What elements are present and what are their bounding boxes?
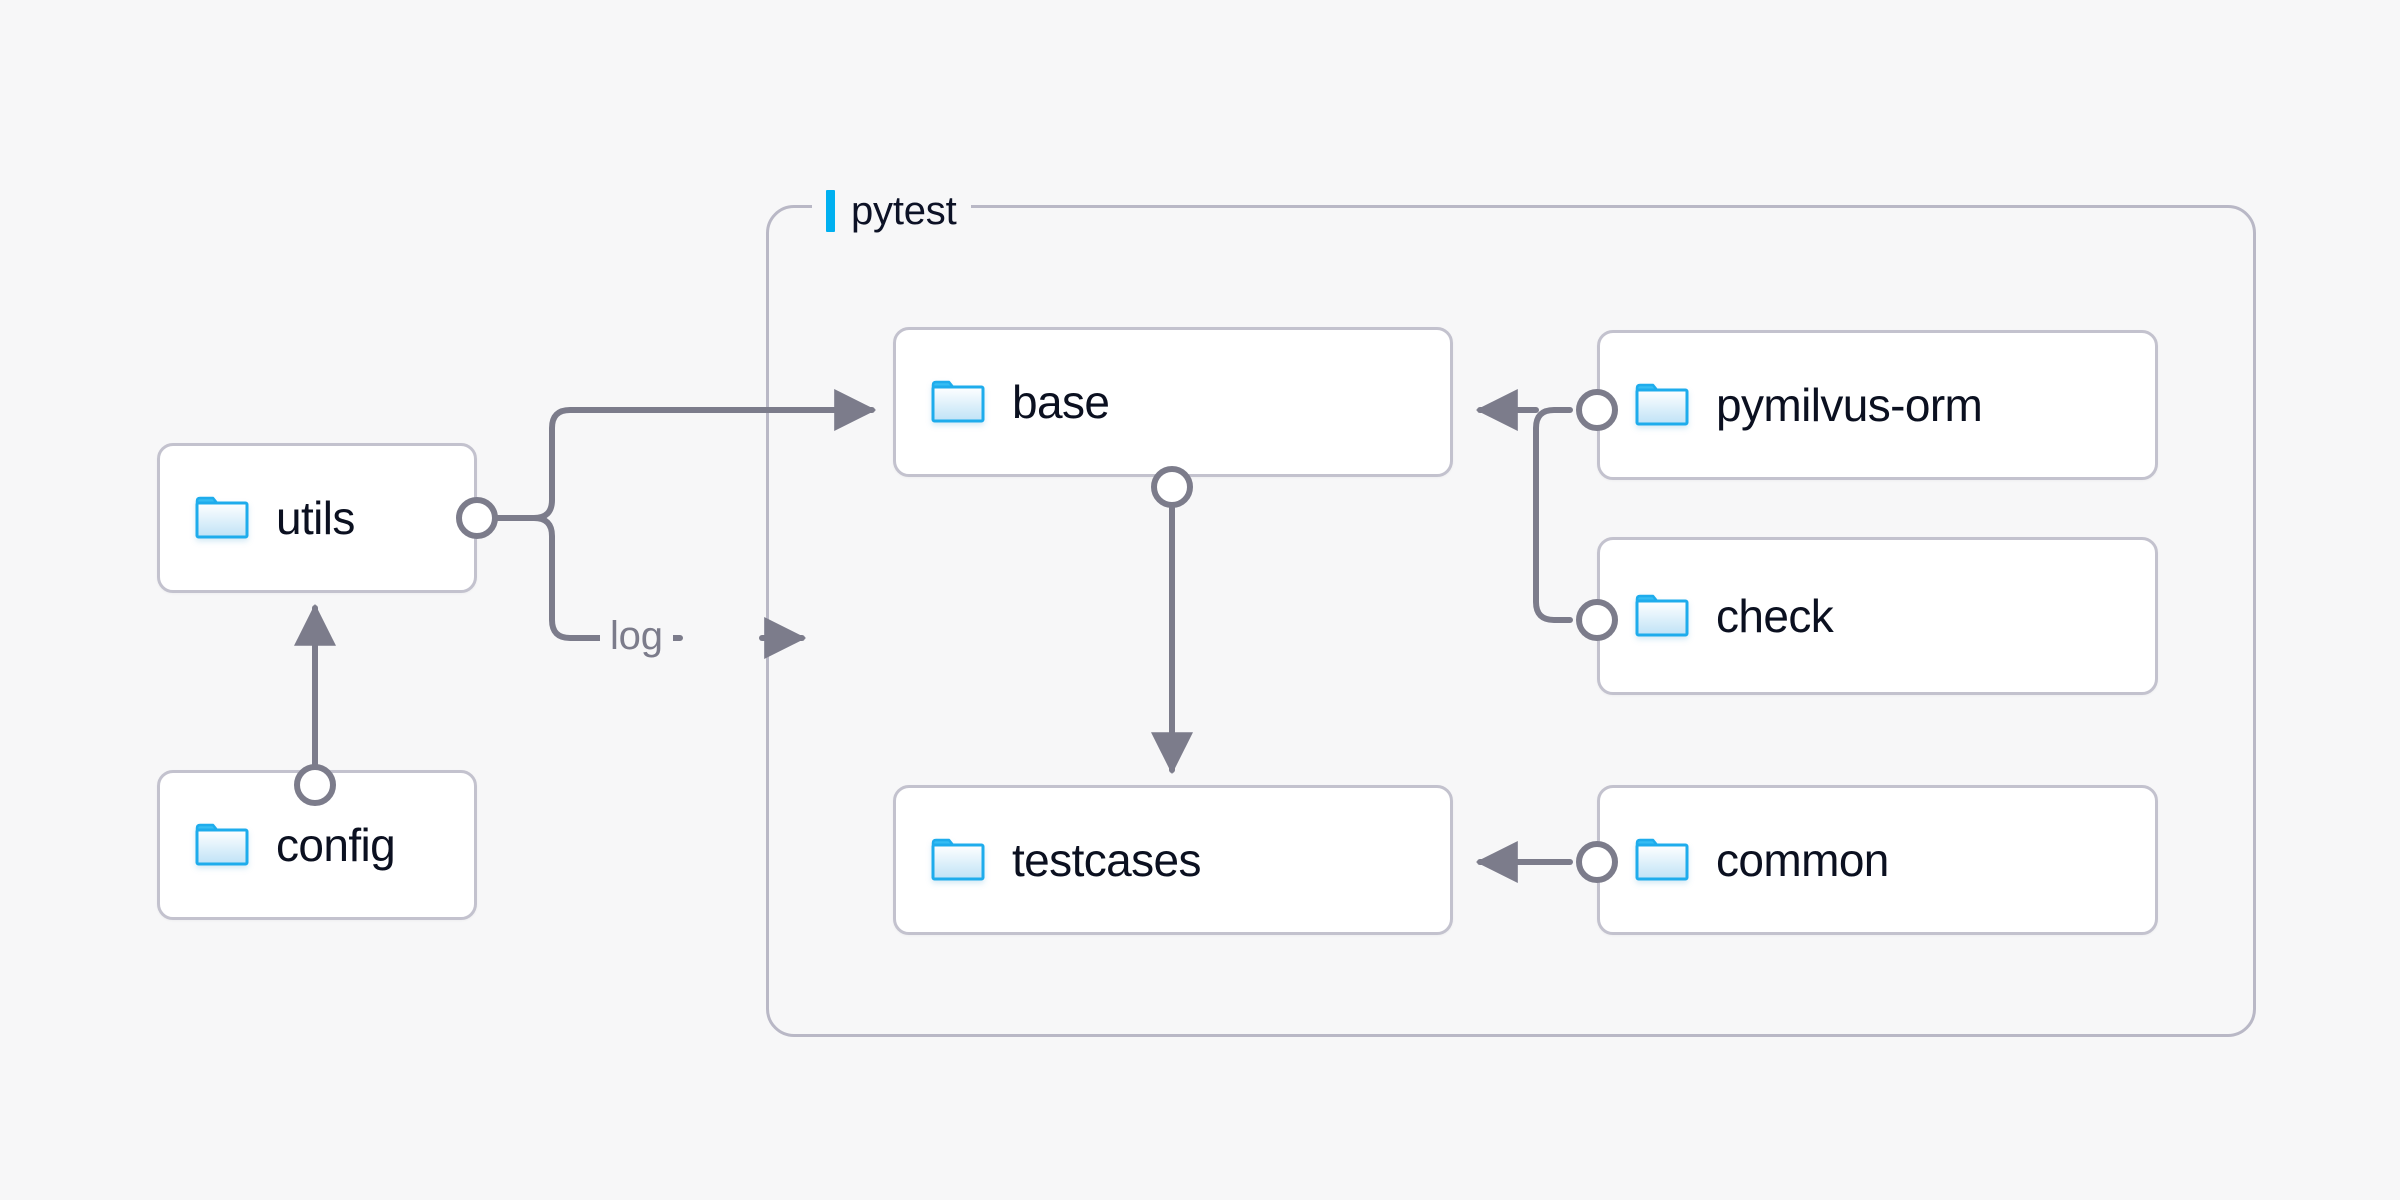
folder-icon: [1635, 838, 1689, 881]
node-common[interactable]: common: [1597, 785, 2158, 935]
node-check[interactable]: check: [1597, 537, 2158, 695]
folder-icon: [1635, 383, 1689, 426]
folder-icon: [931, 380, 985, 423]
group-label-pytest: pytest: [812, 189, 971, 233]
node-label-config: config: [276, 819, 396, 871]
node-utils[interactable]: utils: [157, 443, 477, 593]
node-label-common: common: [1716, 834, 1889, 886]
node-label-base: base: [1012, 376, 1110, 428]
folder-icon: [1635, 594, 1689, 637]
node-label-check: check: [1716, 590, 1834, 642]
edge-label-log: log: [600, 616, 673, 656]
node-base[interactable]: base: [893, 327, 1453, 477]
node-config[interactable]: config: [157, 770, 477, 920]
vertical-accent-bar-icon: [826, 190, 835, 232]
folder-icon: [195, 496, 249, 539]
node-label-pymilvus-orm: pymilvus-orm: [1716, 379, 1983, 431]
node-label-testcases: testcases: [1012, 834, 1202, 886]
folder-icon: [931, 838, 985, 881]
node-label-utils: utils: [276, 492, 355, 544]
node-pymilvus-orm[interactable]: pymilvus-orm: [1597, 330, 2158, 480]
folder-icon: [195, 823, 249, 866]
node-testcases[interactable]: testcases: [893, 785, 1453, 935]
group-title: pytest: [851, 189, 957, 233]
